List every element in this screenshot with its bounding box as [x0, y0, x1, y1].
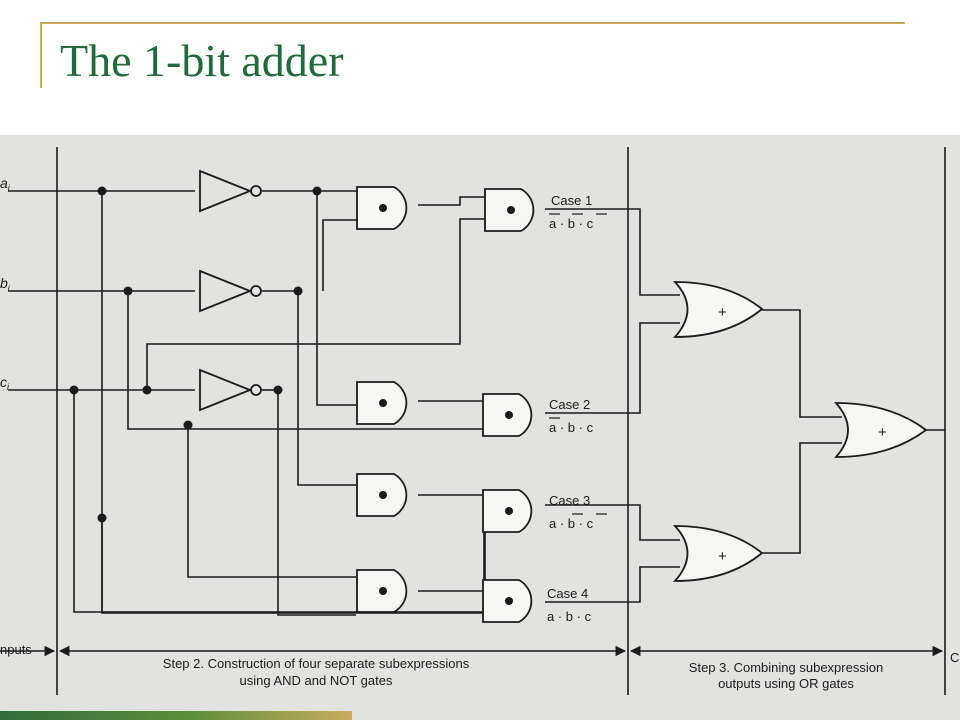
circuit-svg: + + + ai bi ci Case 1 a · b · c Case 2 a…	[0, 147, 959, 695]
case-labels: Case 1 a · b · c Case 2 a · b · c Case 3…	[547, 193, 607, 624]
input-label-c: ci	[0, 374, 10, 392]
not-gates	[199, 169, 262, 412]
step2-caption-line1: Step 2. Construction of four separate su…	[163, 656, 470, 671]
inputs-caption: nputs	[0, 642, 32, 657]
case-1-label: Case 1	[551, 193, 592, 208]
case-4-expr: a · b · c	[547, 609, 592, 624]
footer-accent-bar	[0, 711, 352, 720]
step3-caption-line2: outputs using OR gates	[718, 676, 854, 691]
and-gates-stage1	[356, 186, 408, 613]
input-labels: ai bi ci	[0, 175, 11, 392]
case-2-expr: a · b · c	[549, 420, 594, 435]
section-dividers	[56, 147, 946, 695]
title-accent-horizontal-line	[40, 22, 905, 24]
slide-title: The 1-bit adder	[60, 35, 344, 86]
case-3-label: Case 3	[549, 493, 590, 508]
output-caption-fragment: C	[950, 650, 959, 665]
and-gates-stage2	[482, 188, 535, 623]
or-gate-2-plus: +	[718, 548, 727, 565]
step3-caption-line1: Step 3. Combining subexpression	[689, 660, 883, 675]
case-3-expr: a · b · c	[549, 516, 594, 531]
case-4-label: Case 4	[547, 586, 588, 601]
circuit-wires	[8, 190, 945, 616]
title-accent-vertical-line	[40, 22, 42, 88]
input-label-a: ai	[0, 175, 11, 193]
input-label-b: bi	[0, 275, 11, 293]
or-gate-1-plus: +	[718, 304, 727, 321]
or-gates	[672, 281, 928, 582]
wire-junctions	[69, 186, 322, 523]
adder-circuit-diagram: + + + ai bi ci Case 1 a · b · c Case 2 a…	[0, 135, 960, 720]
and-gate-dots	[379, 204, 515, 605]
step2-caption-line2: using AND and NOT gates	[240, 673, 393, 688]
or-gate-3-plus: +	[878, 424, 887, 441]
case-2-label: Case 2	[549, 397, 590, 412]
case-1-expr: a · b · c	[549, 216, 594, 231]
